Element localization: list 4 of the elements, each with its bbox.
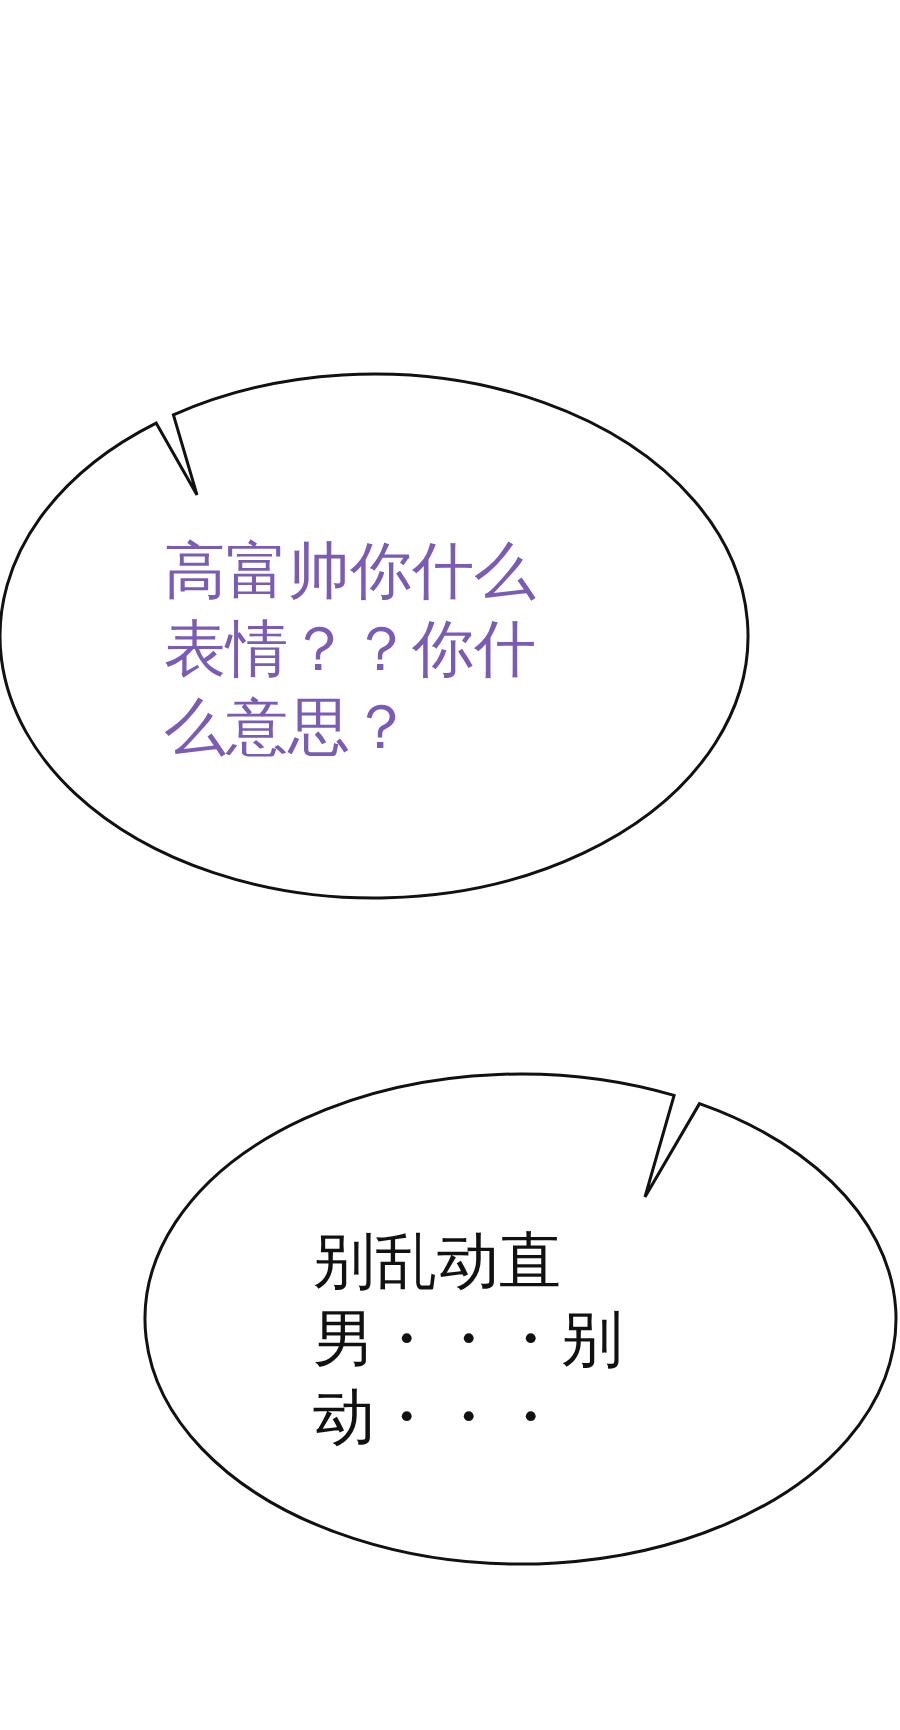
speech-text: 别乱动直男・・・别动・・・: [313, 1223, 624, 1455]
speech-bubble: [0, 372, 750, 900]
speech-text: 高富帅你什么表情？？你什么意思？: [164, 533, 537, 765]
speech-bubble: [143, 1072, 898, 1566]
